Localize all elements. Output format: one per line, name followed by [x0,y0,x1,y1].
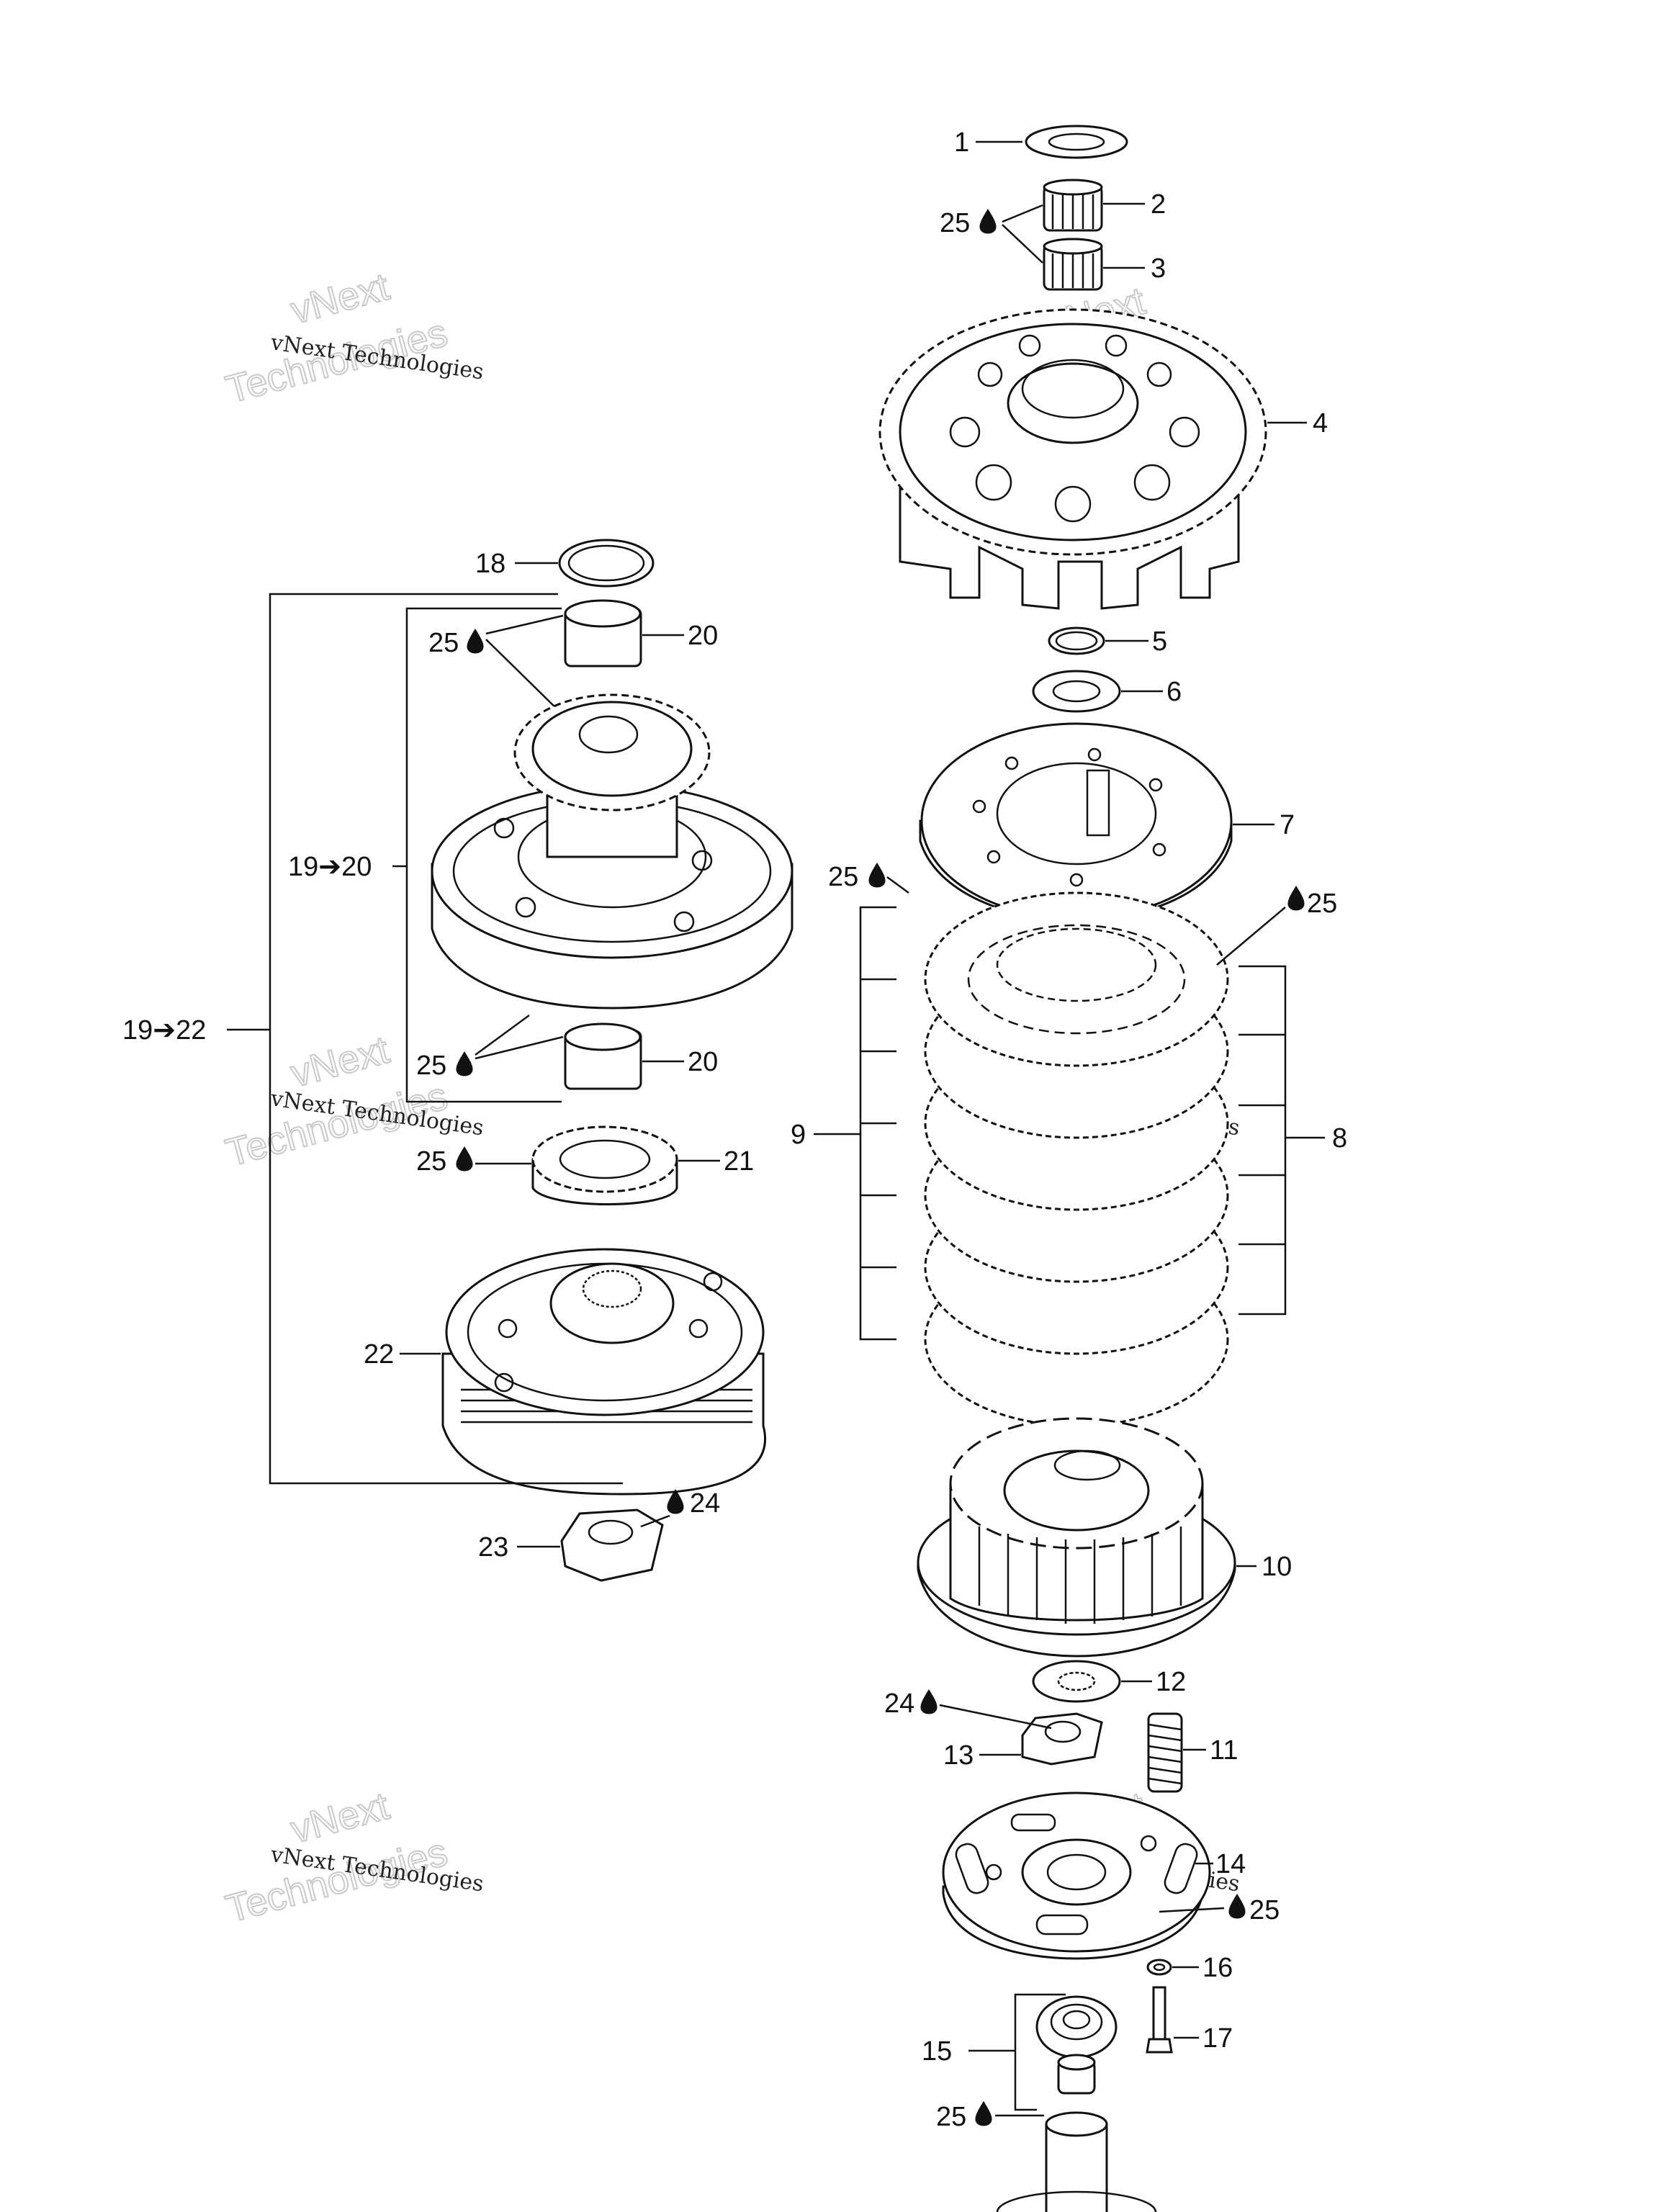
part-16-washer: 16 [1146,1953,1233,1983]
part-14-lifter-plate: 14 [942,1791,1246,1960]
part-2-needle-bearing: 2 [1043,179,1166,232]
lube-point-23: 24 [640,1488,720,1528]
svg-text:16: 16 [1202,1953,1233,1983]
svg-text:18: 18 [475,549,505,579]
part-4-clutch-housing: 4 [878,308,1328,610]
svg-text:9: 9 [791,1120,806,1150]
svg-text:12: 12 [1156,1667,1186,1697]
part-6-thrust-washer: 6 [1032,670,1182,713]
lube-point-21: 25 [416,1146,531,1177]
svg-text:20: 20 [688,1047,718,1077]
svg-text:8: 8 [1332,1123,1347,1154]
svg-text:22: 22 [364,1339,394,1370]
svg-text:21: 21 [724,1146,754,1177]
svg-text:17: 17 [1202,2023,1233,2054]
part-23-nut: 23 [478,1509,664,1582]
svg-text:25: 25 [828,862,858,892]
part-10-clutch-hub: 10 [917,1417,1292,1658]
svg-text:23: 23 [478,1532,508,1563]
svg-text:vNext: vNext [287,1784,394,1852]
part-18-oring: 18 [475,539,655,588]
svg-text:vNext: vNext [287,265,394,333]
lube-point-14: 25 [1159,1894,1280,1925]
part-11-spring: 11 [1147,1712,1238,1793]
svg-text:7: 7 [1280,810,1295,840]
svg-text:2: 2 [1151,189,1166,220]
svg-text:24: 24 [884,1689,914,1719]
part-17-bolt: 17 [1146,1986,1233,2054]
watermark-top-left: vNext Technologies vNext Technologies [221,264,485,413]
lube-point-shaft: 25 [936,2101,1044,2132]
svg-text:25: 25 [428,628,459,658]
svg-text:4: 4 [1313,408,1328,439]
part-12-lock-washer: 12 [1032,1660,1186,1703]
svg-text:10: 10 [1262,1552,1292,1582]
part-3-needle-bearing: 3 [1043,238,1166,291]
part-19-starter-gear-assembly [431,693,793,1010]
svg-text:19➔22: 19➔22 [122,1015,206,1046]
lube-point-13: 24 [884,1689,1052,1730]
svg-text:25: 25 [940,208,970,238]
svg-text:5: 5 [1152,626,1167,657]
part-22-starter-clutch: 22 [364,1248,766,1496]
svg-text:11: 11 [1210,1735,1238,1766]
svg-text:24: 24 [690,1488,720,1519]
lube-point-20-lower: 25 [416,1014,564,1081]
watermark-bottom-left: vNext Technologies vNext Technologies [221,1784,485,1932]
part-21-sprag-clutch: 21 [531,1125,754,1205]
svg-text:13: 13 [943,1740,974,1771]
part-1-washer: 1 [954,125,1128,159]
bracket-19-22: 19➔22 [122,593,623,1485]
part-20-bushing-upper: 20 [564,599,718,667]
bracket-19-20: 19➔20 [288,607,562,1103]
shaft [996,2111,1157,2212]
lube-point-plate-right: 25 [1216,886,1337,966]
svg-text:6: 6 [1166,677,1182,707]
svg-text:25: 25 [1249,1895,1280,1925]
svg-text:19➔20: 19➔20 [288,852,372,882]
svg-text:vNext: vNext [287,1028,394,1096]
svg-text:25: 25 [416,1051,446,1081]
part-15-bearing-set: 15 [922,1993,1118,2111]
svg-text:25: 25 [1307,889,1337,919]
lube-point-plate-left: 25 [828,862,909,894]
svg-text:14: 14 [1215,1849,1246,1879]
lube-point-2-3: 25 [940,204,1043,264]
part-5-oring: 5 [1048,626,1167,657]
svg-text:25: 25 [936,2102,966,2132]
svg-text:3: 3 [1151,253,1166,284]
part-8-9-plate-stack: 9 8 [791,891,1347,1427]
svg-text:1: 1 [954,127,969,158]
part-7-pressure-plate: 7 [919,722,1295,922]
svg-text:25: 25 [416,1146,446,1177]
svg-text:15: 15 [922,2036,952,2067]
part-20-bushing-lower: 20 [564,1022,718,1090]
svg-text:20: 20 [688,621,718,651]
